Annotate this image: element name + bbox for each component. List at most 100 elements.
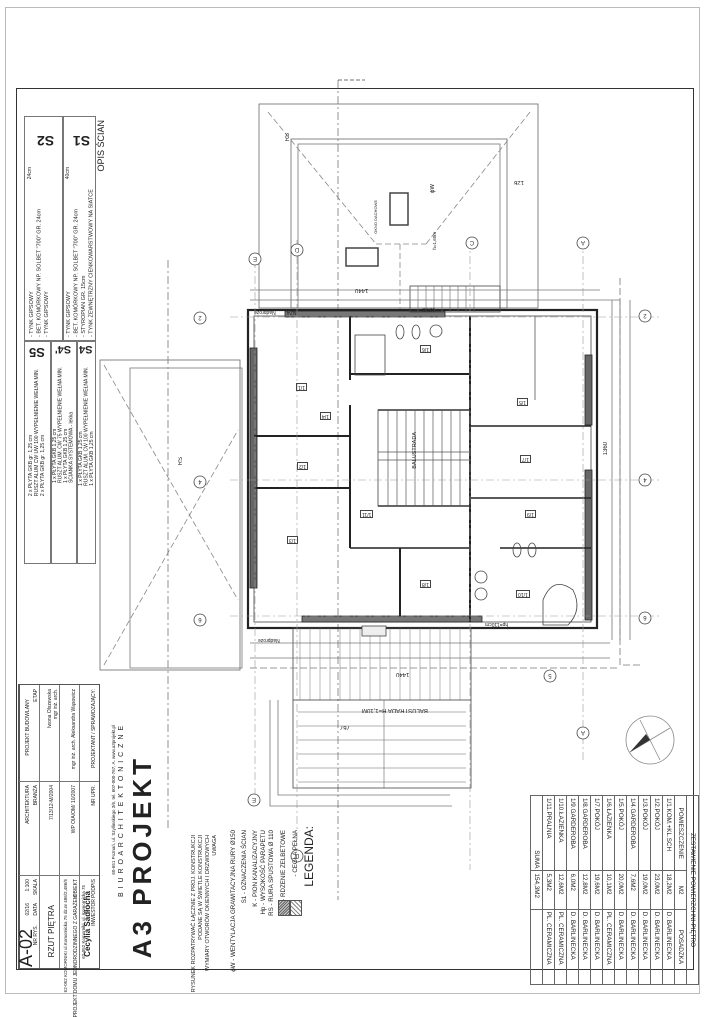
wall-layer: - TYNK GIPSOWY <box>29 291 35 337</box>
legend-item: - RDZENIE ŻELBETOWE <box>280 830 287 901</box>
scale-label: SKALA <box>33 879 39 896</box>
svg-text:A: A <box>581 239 585 245</box>
room-tag: 1/6 <box>420 345 431 353</box>
skylight-label: OKNO DACHOWE <box>373 200 378 234</box>
room-area: 12,8m2 <box>578 870 591 910</box>
area-summary-table: ZESTAWIENIE POWIERZCHNI-PIĘTRO POMIESZCZ… <box>530 795 699 985</box>
stage-value: PROJEKT BUDOWLANY <box>25 699 31 756</box>
note-line: WYMIARY OTWORÓW OKIENNYCH I DRZWIOWYCH <box>205 835 211 972</box>
room-tag: 1/11 <box>360 510 374 518</box>
designer-label: PROJEKTANT / SPRAWDZAJĄCY: <box>91 689 97 768</box>
checker-name: Iwona Olszewska <box>47 689 53 728</box>
room-area: 19,6m2 <box>590 870 603 910</box>
object-value: PROJEKT DOMU JEDNORODZINNEGO Z GARAŻEM <box>73 895 79 1017</box>
wall-layer: - BET. KOMÓRKOWY NP. SOLBET "700" GR. 24… <box>36 209 43 337</box>
balcony-balustrade-label: BALUSTRADA H=1,10M <box>362 707 428 713</box>
column-header-room: POMIESZCZENIE <box>674 795 687 871</box>
object-address: 62-052 KOMORNIKI ul.Komornicka 75 dz.nr … <box>63 879 68 993</box>
wall-layer: ŚCIANKA SYSTEMOWA - lekka <box>68 411 75 484</box>
sheet-number: A-02 <box>16 929 36 968</box>
title-block: A3 PROJEKT B I U R O A R C H I T E K T O… <box>16 684 157 1017</box>
license-number: WP OIA/OM/ 10/2007 <box>71 785 77 834</box>
legend-item: Hp - WYSOKOŚĆ PARAPETU <box>260 830 267 915</box>
room-name: 1/6.ŁAZIENKA <box>602 795 615 871</box>
dimension-overall-depth: 1360 <box>603 442 609 456</box>
room-floor: pl. ceramiczna <box>602 909 615 985</box>
note-line: RYSUNEK ROZPATRYWAĆ ŁĄCZNIE Z PROJ. KONS… <box>191 835 197 993</box>
room-name: 1/9.GARDEROBA <box>566 795 579 871</box>
window-sill-height: hp=110cm <box>485 621 509 627</box>
legend-item: - CEGŁA PEŁNA <box>292 830 299 877</box>
column-header-area: M2 <box>674 870 687 910</box>
wall-layer: - BET. KOMÓRKOWY NP. SOLBET "700" GR. 24… <box>73 209 80 337</box>
room-tag: 1/4 <box>320 412 331 420</box>
lintel-type-label: NZ4 <box>287 309 297 315</box>
svg-text:6: 6 <box>643 614 647 620</box>
drawing-frame <box>16 88 694 970</box>
company-subtitle: B I U R O A R C H I T E K T O N I C Z N … <box>118 725 125 897</box>
room-floor: pl. ceramiczna <box>554 909 567 985</box>
date-value: 02/16 <box>25 903 31 916</box>
discipline-label: BRANŻA <box>33 785 39 806</box>
room-area: 7,6m2 <box>626 870 639 910</box>
svg-text:2: 2 <box>198 314 202 320</box>
svg-text:C: C <box>469 239 474 245</box>
room-area: 6,0m2 <box>566 870 579 910</box>
wall-layer: - TYNK GIPSOWY <box>44 291 50 337</box>
room-name: 1/7.POKÓJ <box>590 795 603 871</box>
room-name: 1/2.POKÓJ <box>650 795 663 871</box>
dimension-roof-overhang: 126 <box>514 179 525 185</box>
dimension-overall-width: 1440 <box>355 287 369 293</box>
license-label: NR UPR. <box>91 785 97 806</box>
room-name: 1/1.KOM.+KL.SCH <box>662 795 675 871</box>
svg-text:E: E <box>253 255 257 261</box>
wall-id: S2 <box>37 133 55 149</box>
wall-id: S4' <box>55 343 72 355</box>
room-area: 5,3m2 <box>542 870 555 910</box>
stairs-balustrade-label: BALUSTRADA <box>412 432 418 469</box>
wall-layer: 2 x PŁYTA GKB gr. 1,25 cm <box>40 434 46 497</box>
room-name: 1/5.POKÓJ <box>614 795 627 871</box>
room-name: 1/8.GARDEROBA <box>578 795 591 871</box>
wall-row-s5: S5 2 x PŁYTA GKB gr. 1,25 cm RUSZT ALUM … <box>24 340 52 564</box>
room-tag: 1/9 <box>525 510 536 518</box>
ridge-height-label: h=1,60m <box>432 232 437 250</box>
legend-title: LEGENDA: <box>302 826 316 887</box>
scale-value: 1:100 <box>25 879 31 892</box>
downpipe-label-top: RS <box>285 132 291 141</box>
room-tag: 1/1 <box>296 383 307 391</box>
wall-layer: - STYROPIAN GR. 15cm <box>81 275 87 337</box>
svg-text:D: D <box>294 852 299 858</box>
drawing-sheet <box>5 7 700 994</box>
dimension-1440-bottom: 1440 <box>396 671 410 677</box>
company-address: 60-651 Poznań, ul. Szyllinskiego 3/6, te… <box>111 725 116 875</box>
note-line: PODANE SĄ W ŚWIETLE KONSTRUKCJI <box>198 835 204 940</box>
wall-layer: 1 x PŁYTA GKB 1,25 cm <box>89 431 95 486</box>
wall-id: S1 <box>73 133 91 149</box>
wall-row-s1: S1 40cm - TYNK GIPSOWY - BET. KOMÓRKOWY … <box>62 116 96 342</box>
concrete-hatch-icon <box>278 900 290 916</box>
sum-label: SUMA <box>530 795 543 871</box>
wall-row-s4: S4 1 x PŁYTA GKB 1,25 cm RUSZT ALUM. CW … <box>76 340 96 564</box>
room-tag: 1/3 <box>287 536 298 544</box>
north-arrow-icon <box>625 715 675 765</box>
checker-license: 7/13/12-M/2004 <box>49 785 55 821</box>
room-tag: 1/7 <box>520 455 531 463</box>
stage-label: ETAP <box>33 689 39 702</box>
room-name: 1/10.ŁAZIENKA <box>554 795 567 871</box>
dimension-balcony: 767 <box>340 724 351 730</box>
svg-text:5: 5 <box>548 672 552 678</box>
legend-item: ϕW - WENTYLACJA GRAWITACYJNA RURY Ø150 <box>230 830 237 972</box>
